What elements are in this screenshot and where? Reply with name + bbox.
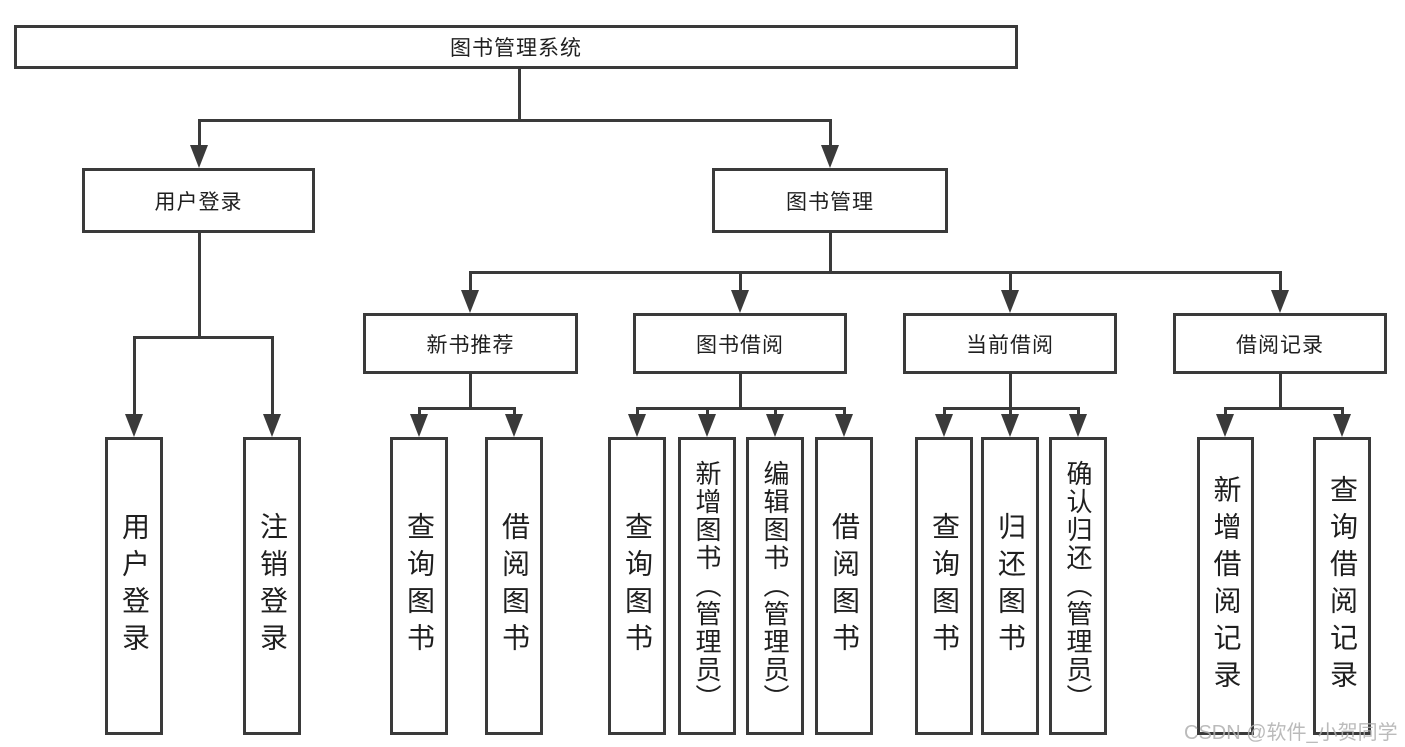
connector-borrow-records-drop: [1279, 271, 1282, 290]
leaf-label: 借阅图书: [829, 512, 860, 660]
leaf-label: 新增图书（管理员）: [692, 460, 722, 712]
arrowhead-book-mgmt: [821, 145, 839, 168]
leaf-label: 查询图书: [622, 512, 653, 660]
node-label: 用户登录: [154, 190, 243, 214]
leaf-query-books: 查询图书: [390, 437, 448, 735]
leaf-label: 用户登录: [119, 512, 150, 660]
connector-current-borrow-drop: [1009, 271, 1012, 290]
connector-leaf-drop: [513, 407, 516, 414]
arrowhead-leaf: [1216, 414, 1234, 437]
leaf-borrow-books: 借阅图书: [815, 437, 873, 735]
arrowhead-leaf: [410, 414, 428, 437]
connector-current-borrow-stem: [1009, 374, 1012, 407]
connector-user-login-split: [133, 336, 274, 339]
leaf-query-books: 查询图书: [608, 437, 666, 735]
node-label: 当前借阅: [966, 333, 1054, 357]
leaf-label: 查询借阅记录: [1327, 475, 1358, 697]
node-label: 图书管理: [786, 190, 874, 214]
connector-new-book-drop: [469, 271, 472, 290]
arrowhead-new-book: [461, 290, 479, 313]
leaf-label: 查询图书: [929, 512, 960, 660]
connector-leaf-drop: [774, 407, 777, 414]
node-library-management-system: 图书管理系统: [14, 25, 1018, 69]
leaf-confirm-return-admin: 确认归还（管理员）: [1049, 437, 1107, 735]
leaf-query-books: 查询图书: [915, 437, 973, 735]
connector-leaf-login-drop: [133, 336, 136, 414]
connector-level3-split: [469, 271, 1282, 274]
leaf-borrow-books: 借阅图书: [485, 437, 543, 735]
leaf-add-books-admin: 新增图书（管理员）: [678, 437, 736, 735]
leaf-label: 借阅图书: [499, 512, 530, 660]
connector-leaf-drop: [1077, 407, 1080, 414]
connector-root-stem: [518, 69, 521, 119]
arrowhead-leaf: [766, 414, 784, 437]
connector-leaf-drop: [706, 407, 709, 414]
arrowhead-leaf-logout: [263, 414, 281, 437]
arrowhead-leaf: [835, 414, 853, 437]
connector-leaf-drop: [1009, 407, 1012, 414]
connector-level2-split: [198, 119, 832, 122]
connector-book-borrow-stem: [739, 374, 742, 407]
node-book-management: 图书管理: [712, 168, 948, 233]
connector-leaf-drop: [1224, 407, 1227, 414]
arrowhead-leaf: [698, 414, 716, 437]
arrowhead-leaf: [935, 414, 953, 437]
connector-leaf-drop: [636, 407, 639, 414]
connector-borrow-records-split: [1224, 407, 1344, 410]
leaf-user-login: 用户登录: [105, 437, 163, 735]
arrowhead-book-borrow: [731, 290, 749, 313]
node-user-login: 用户登录: [82, 168, 315, 233]
arrowhead-leaf-login: [125, 414, 143, 437]
leaf-label: 新增借阅记录: [1210, 475, 1242, 697]
arrowhead-borrow-records: [1271, 290, 1289, 313]
leaf-edit-books-admin: 编辑图书（管理员）: [746, 437, 804, 735]
leaf-logout: 注销登录: [243, 437, 301, 735]
arrowhead-current-borrow: [1001, 290, 1019, 313]
csdn-watermark: CSDN @软件_小贺同学: [1184, 722, 1398, 744]
arrowhead-leaf: [1333, 414, 1351, 437]
connector-book-mgmt-drop: [829, 119, 832, 145]
leaf-label: 确认归还（管理员）: [1063, 460, 1093, 712]
leaf-label: 查询图书: [404, 512, 435, 660]
node-book-borrowing: 图书借阅: [633, 313, 847, 374]
arrowhead-leaf: [1001, 414, 1019, 437]
arrowhead-leaf: [1069, 414, 1087, 437]
connector-leaf-drop: [843, 407, 846, 414]
leaf-return-books: 归还图书: [981, 437, 1039, 735]
node-borrowing-records: 借阅记录: [1173, 313, 1387, 374]
leaf-add-borrow-record: 新增借阅记录: [1197, 437, 1254, 735]
connector-leaf-drop: [418, 407, 421, 414]
leaf-label: 编辑图书（管理员）: [760, 460, 790, 712]
leaf-label: 注销登录: [257, 512, 288, 660]
connector-leaf-logout-drop: [271, 336, 274, 414]
connector-new-book-split: [418, 407, 516, 410]
connector-book-borrow-split: [636, 407, 846, 410]
node-label: 图书借阅: [696, 333, 784, 357]
connector-book-borrow-drop: [739, 271, 742, 290]
connector-user-login-stem: [198, 233, 201, 336]
connector-book-mgmt-stem: [829, 233, 832, 271]
node-label: 借阅记录: [1236, 333, 1324, 357]
connector-borrow-records-stem: [1279, 374, 1282, 407]
connector-leaf-drop: [1341, 407, 1344, 414]
arrowhead-leaf: [505, 414, 523, 437]
node-current-borrowing: 当前借阅: [903, 313, 1117, 374]
connector-leaf-drop: [943, 407, 946, 414]
connector-new-book-stem: [469, 374, 472, 407]
node-label: 图书管理系统: [450, 37, 582, 60]
connector-user-login-drop: [198, 119, 201, 145]
arrowhead-leaf: [628, 414, 646, 437]
node-new-book-recommend: 新书推荐: [363, 313, 578, 374]
leaf-query-borrow-record: 查询借阅记录: [1313, 437, 1371, 735]
node-label: 新书推荐: [426, 333, 515, 357]
leaf-label: 归还图书: [995, 512, 1026, 660]
arrowhead-user-login: [190, 145, 208, 168]
